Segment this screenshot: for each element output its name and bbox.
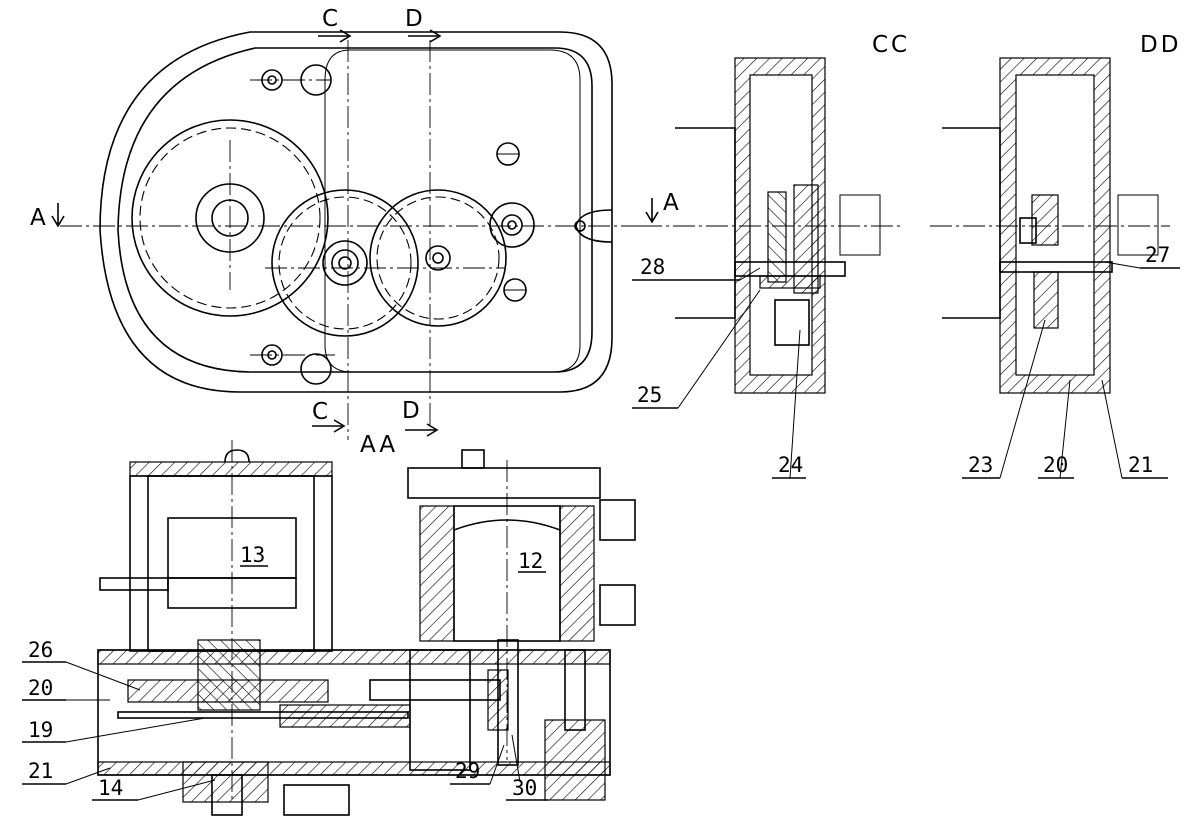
part-label-21-dd: 21 xyxy=(1128,453,1153,477)
part-label-23: 23 xyxy=(968,453,993,477)
part-label-27: 27 xyxy=(1145,243,1170,267)
part-label-13: 13 xyxy=(240,543,265,567)
part-label-30: 30 xyxy=(512,776,537,800)
section-marker-c-top: C xyxy=(322,6,341,32)
section-aa-view: 13 12 xyxy=(97,440,636,816)
section-marker-d-top: D xyxy=(405,6,426,32)
plan-view: C D C D A A AA xyxy=(30,6,682,458)
section-marker-d-bottom: D xyxy=(402,398,423,424)
view-label-aa: AA xyxy=(360,432,398,458)
part-label-26: 26 xyxy=(28,638,53,662)
part-label-25: 25 xyxy=(637,383,662,407)
section-marker-a-right: A xyxy=(663,190,682,216)
section-dd-view: DD xyxy=(930,32,1181,394)
part-label-14: 14 xyxy=(98,776,123,800)
section-cc-view: CC xyxy=(640,32,910,394)
part-labels: 28 25 24 27 23 20 21 26 20 19 21 1 xyxy=(22,243,1180,801)
section-marker-c-bottom: C xyxy=(312,399,331,425)
part-label-19: 19 xyxy=(28,718,53,742)
view-label-cc: CC xyxy=(872,32,910,58)
part-label-29: 29 xyxy=(455,759,480,783)
part-label-12: 12 xyxy=(518,549,543,573)
part-label-21-left: 21 xyxy=(28,759,53,783)
part-label-28: 28 xyxy=(640,255,665,279)
part-label-20-left: 20 xyxy=(28,676,53,700)
part-label-20-dd: 20 xyxy=(1043,453,1068,477)
view-label-dd: DD xyxy=(1140,32,1181,58)
section-marker-a-left: A xyxy=(30,205,49,231)
